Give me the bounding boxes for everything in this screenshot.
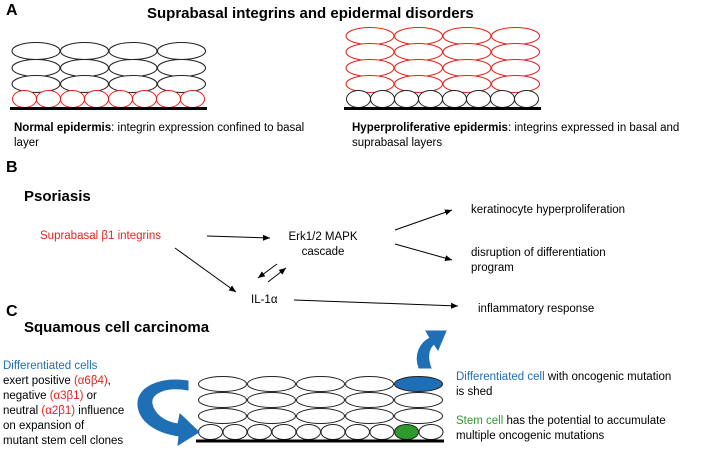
- suprabasal-cell: [345, 376, 394, 392]
- basal-cell: [320, 424, 346, 440]
- basal-cell: [84, 90, 109, 108]
- suprabasal-cell: [198, 408, 247, 424]
- arrow-integrins-to-erk: [206, 234, 271, 241]
- suprabasal-cell: [247, 376, 296, 392]
- suprabasal-cell: [394, 75, 443, 93]
- basal-cell: [370, 90, 395, 108]
- inflammatory-response-label: inflammatory response: [478, 303, 595, 315]
- arrow-erk-to-il1: [257, 263, 278, 279]
- suprabasal-cell: [157, 75, 206, 93]
- basal-cell: [514, 90, 539, 108]
- suprabasal-cell: [296, 408, 345, 424]
- differentiated-cells-description: Differentiated cells exert positive (α6β…: [3, 360, 125, 447]
- suprabasal-cell: [11, 59, 61, 77]
- suprabasal-cell: [108, 42, 158, 60]
- hyperproliferative-epidermis-diagram: [344, 27, 541, 110]
- suprabasal-cell: [394, 59, 443, 77]
- arrow-il1-to-erk: [267, 267, 287, 283]
- suprabasal-cell: [345, 392, 394, 408]
- suprabasal-cell: [442, 43, 492, 61]
- suprabasal-cell: [247, 408, 296, 424]
- suprabasal-cell: [296, 376, 345, 392]
- shed-differentiated-cell: [394, 376, 443, 392]
- curved-arrow-up-icon: [416, 330, 447, 369]
- suprabasal-cell: [198, 376, 247, 392]
- erk-mapk-label: Erk1/2 MAPK cascade: [288, 231, 358, 258]
- disruption-label: disruption of differentiation program: [471, 247, 606, 274]
- hyperproliferation-label: keratinocyte hyperproliferation: [471, 204, 626, 216]
- basal-cell: [180, 90, 205, 108]
- basal-cell: [346, 90, 371, 108]
- suprabasal-cell: [345, 59, 395, 77]
- basal-cell: [490, 90, 515, 108]
- suprabasal-cell: [247, 392, 296, 408]
- suprabasal-cell: [394, 43, 443, 61]
- basal-cell: [296, 424, 321, 440]
- shed-cell-description: Differentiated cell with oncogenic mutat…: [456, 371, 672, 398]
- suprabasal-cell: [11, 42, 61, 60]
- basal-cell: [418, 90, 443, 108]
- basal-cell: [345, 424, 370, 440]
- normal-epidermis-diagram: [10, 42, 207, 110]
- suprabasal-cell: [394, 408, 443, 424]
- arrow-il1-to-inflammation: [293, 299, 459, 309]
- panel-a-title: Suprabasal integrins and epidermal disor…: [147, 5, 474, 22]
- normal-epidermis-caption: Normal epidermis: integrin expression co…: [14, 122, 305, 149]
- basal-cell: [369, 424, 395, 440]
- basal-cell: [108, 90, 133, 108]
- suprabasal-cell: [157, 59, 206, 77]
- suprabasal-cell: [345, 408, 394, 424]
- hyperproliferative-epidermis-caption: Hyperproliferative epidermis: integrins …: [352, 122, 680, 149]
- suprabasal-cell: [394, 392, 443, 408]
- arrow-erk-to-hyperproliferation: [394, 209, 453, 231]
- suprabasal-cell: [60, 59, 109, 77]
- suprabasal-cell: [11, 75, 61, 93]
- il1-alpha-label: IL-1α: [251, 294, 278, 306]
- basal-cell: [418, 424, 444, 440]
- basal-cell: [394, 90, 419, 108]
- suprabasal-cell: [108, 59, 158, 77]
- suprabasal-cell: [60, 42, 109, 60]
- suprabasal-cell: [491, 27, 540, 45]
- panel-c-letter: C: [6, 303, 18, 320]
- curved-arrow-left-icon: [137, 379, 200, 446]
- basal-cell: [222, 424, 248, 440]
- suprabasal-cell: [491, 59, 540, 77]
- suprabasal-cell: [296, 392, 345, 408]
- suprabasal-cell: [394, 27, 443, 45]
- suprabasal-cell: [442, 59, 492, 77]
- suprabasal-cell: [345, 27, 395, 45]
- suprabasal-cell: [60, 75, 109, 93]
- carcinoma-epidermis-diagram: [196, 376, 444, 443]
- panel-b-letter: B: [6, 159, 18, 176]
- basal-cell: [198, 424, 223, 440]
- suprabasal-cell: [108, 75, 158, 93]
- arrow-erk-to-disruption: [394, 243, 453, 261]
- panel-a-letter: A: [6, 2, 18, 19]
- basal-cell: [60, 90, 85, 108]
- suprabasal-integrins-label: Suprabasal β1 integrins: [40, 230, 162, 242]
- suprabasal-cell: [442, 27, 492, 45]
- suprabasal-cell: [345, 75, 395, 93]
- basal-cell: [466, 90, 491, 108]
- basal-cell: [132, 90, 157, 108]
- basal-cell: [156, 90, 181, 108]
- arrow-integrins-to-il1: [174, 247, 237, 293]
- suprabasal-cell: [491, 75, 540, 93]
- suprabasal-cell: [345, 43, 395, 61]
- suprabasal-cell: [157, 42, 206, 60]
- suprabasal-cell: [491, 43, 540, 61]
- basal-cell: [12, 90, 37, 108]
- stem-cell-description: Stem cell has the potential to accumulat…: [456, 415, 666, 442]
- basal-cell: [442, 90, 467, 108]
- basal-cell: [271, 424, 297, 440]
- basal-cell: [247, 424, 272, 440]
- suprabasal-cell: [198, 392, 247, 408]
- suprabasal-cell: [442, 75, 492, 93]
- panel-c-title: Squamous cell carcinoma: [24, 319, 210, 336]
- panel-b-title: Psoriasis: [24, 188, 91, 205]
- stem-cell: [394, 424, 419, 440]
- basal-cell: [36, 90, 61, 108]
